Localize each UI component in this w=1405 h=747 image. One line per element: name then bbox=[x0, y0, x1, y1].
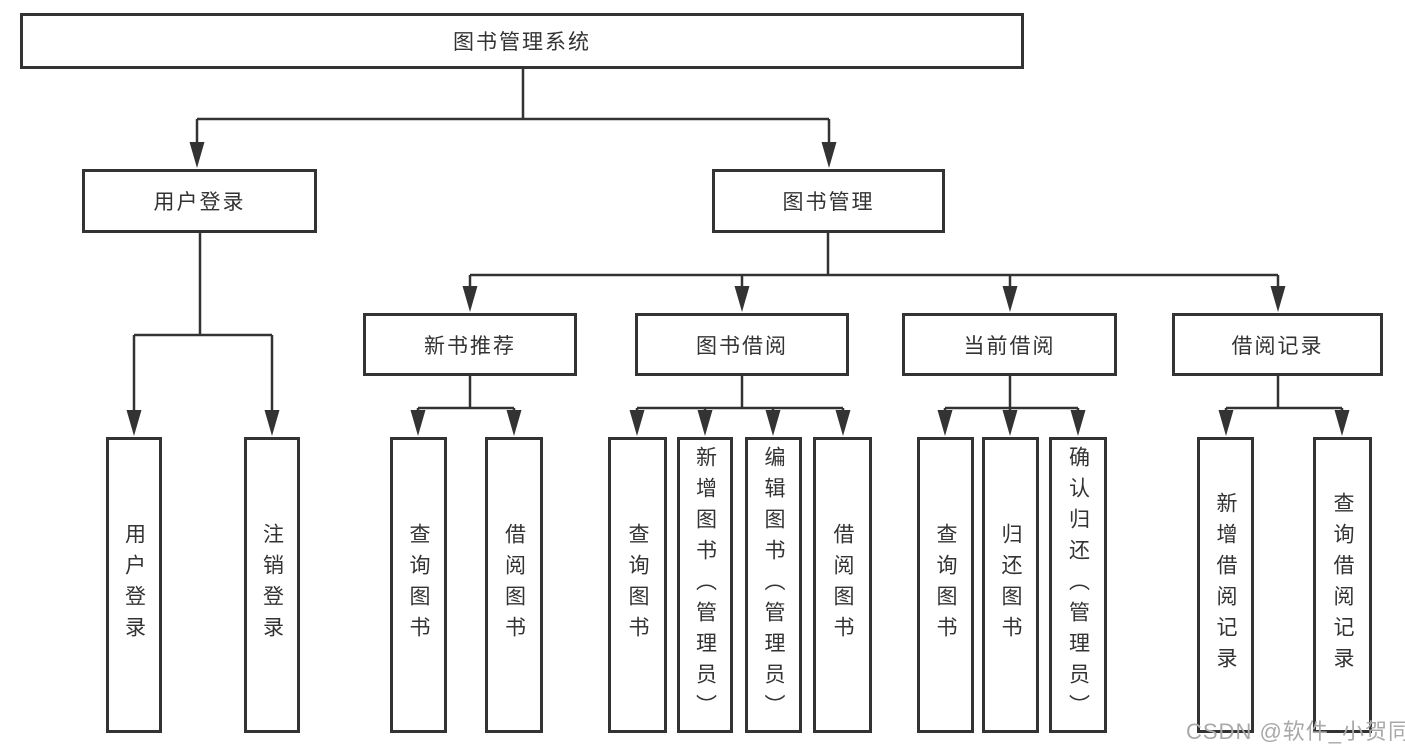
node-leaf-user-login: 用户登录 bbox=[106, 437, 162, 733]
node-leaf-query-books-borrowing-label: 查询图书 bbox=[626, 523, 649, 647]
node-leaf-return-books: 归还图书 bbox=[982, 437, 1039, 733]
node-leaf-user-login-label: 用户登录 bbox=[122, 523, 146, 647]
node-book-management-label: 图书管理 bbox=[782, 191, 875, 214]
node-leaf-query-books-current: 查询图书 bbox=[917, 437, 974, 733]
node-new-book-recommend: 新书推荐 bbox=[363, 313, 577, 376]
node-root-label: 图书管理系统 bbox=[453, 31, 591, 54]
node-leaf-borrow-books: 借阅图书 bbox=[813, 437, 872, 733]
node-borrowing-records: 借阅记录 bbox=[1172, 313, 1383, 376]
node-borrowing-records-label: 借阅记录 bbox=[1231, 334, 1324, 358]
node-leaf-add-borrow-record-label: 新增借阅记录 bbox=[1214, 492, 1237, 678]
csdn-watermark: CSDN @软件_小贺同学 bbox=[1186, 719, 1405, 744]
node-leaf-query-borrow-record-label: 查询借阅记录 bbox=[1331, 492, 1354, 678]
node-root-system: 图书管理系统 bbox=[20, 13, 1024, 69]
node-leaf-query-books-current-label: 查询图书 bbox=[934, 523, 957, 647]
node-leaf-confirm-return-admin: 确认归还（管理员） bbox=[1049, 437, 1107, 733]
node-leaf-borrow-books-recommend-label: 借阅图书 bbox=[502, 523, 526, 647]
node-user-login-label: 用户登录 bbox=[153, 191, 246, 214]
node-leaf-add-borrow-record: 新增借阅记录 bbox=[1197, 437, 1254, 733]
node-leaf-return-books-label: 归还图书 bbox=[999, 523, 1022, 647]
node-new-book-recommend-label: 新书推荐 bbox=[424, 334, 516, 358]
node-leaf-confirm-return-admin-label: 确认归还（管理员） bbox=[1066, 445, 1090, 725]
node-leaf-edit-books-admin-label: 编辑图书（管理员） bbox=[762, 445, 785, 725]
node-leaf-add-books-admin: 新增图书（管理员） bbox=[677, 437, 733, 733]
node-book-borrowing-label: 图书借阅 bbox=[696, 334, 788, 358]
node-book-management: 图书管理 bbox=[712, 169, 945, 233]
node-user-login: 用户登录 bbox=[82, 169, 317, 233]
node-current-borrowing-label: 当前借阅 bbox=[963, 334, 1056, 358]
node-book-borrowing: 图书借阅 bbox=[635, 313, 849, 376]
node-leaf-logout: 注销登录 bbox=[244, 437, 300, 733]
node-leaf-query-books-borrowing: 查询图书 bbox=[608, 437, 667, 733]
node-leaf-borrow-books-recommend: 借阅图书 bbox=[485, 437, 543, 733]
node-leaf-logout-label: 注销登录 bbox=[260, 523, 284, 647]
node-leaf-add-books-admin-label: 新增图书（管理员） bbox=[693, 445, 717, 725]
node-leaf-borrow-books-label: 借阅图书 bbox=[831, 523, 854, 647]
node-leaf-query-borrow-record: 查询借阅记录 bbox=[1313, 437, 1372, 733]
node-leaf-query-books-recommend: 查询图书 bbox=[390, 437, 447, 733]
node-leaf-query-books-recommend-label: 查询图书 bbox=[407, 523, 430, 647]
node-current-borrowing: 当前借阅 bbox=[902, 313, 1117, 376]
node-leaf-edit-books-admin: 编辑图书（管理员） bbox=[745, 437, 802, 733]
